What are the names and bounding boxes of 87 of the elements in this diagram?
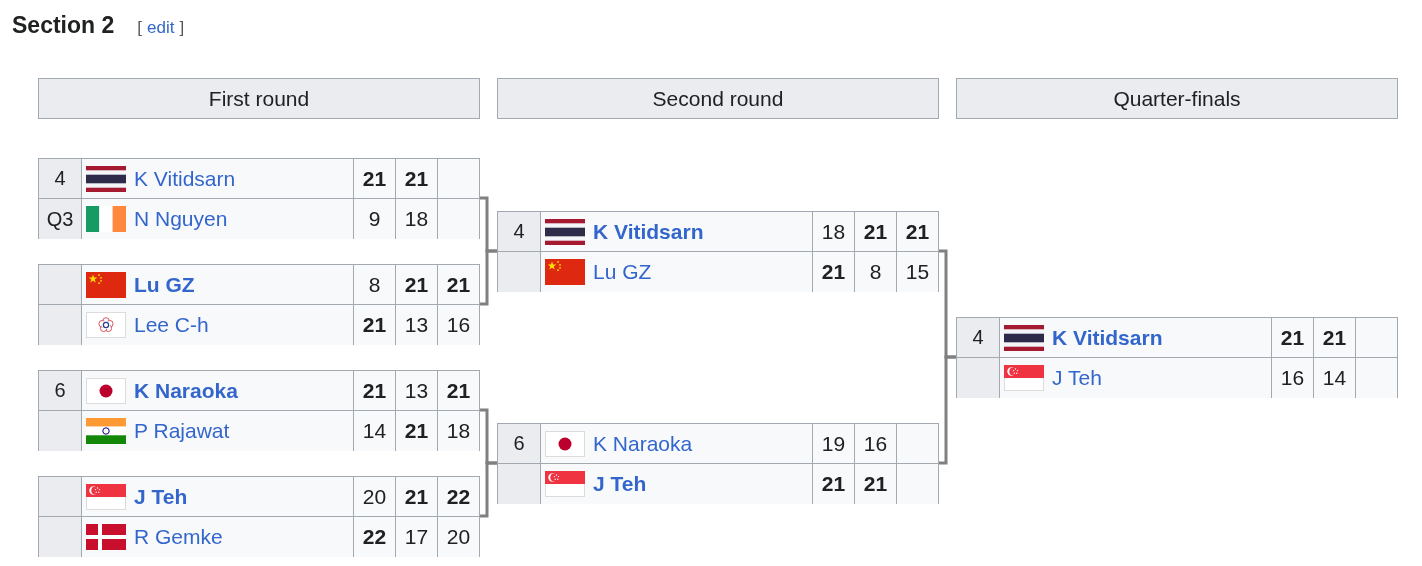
player-row — [541, 464, 938, 504]
player-row — [541, 424, 938, 464]
set-score: 21 — [437, 371, 479, 410]
set-score: 21 — [896, 212, 938, 251]
round-header: Second round — [497, 78, 939, 119]
player-row — [1000, 358, 1397, 398]
player-row — [541, 252, 938, 292]
set-score: 17 — [395, 517, 437, 557]
set-score: 19 — [812, 424, 854, 463]
player-name-link: K Naraoka — [593, 431, 693, 457]
bracket-mark: [ — [137, 18, 142, 38]
bracket-connector — [480, 249, 497, 306]
round-header: Quarter-finals — [956, 78, 1398, 119]
seed-number: Q3 — [39, 199, 82, 239]
player-row — [82, 371, 479, 411]
player-row — [82, 199, 479, 239]
player-row — [541, 212, 938, 252]
seed-number: 4 — [957, 318, 1000, 358]
player-name-link: N Nguyen — [134, 206, 228, 232]
set-score: 21 — [812, 464, 854, 504]
player-name-link: K Vitidsarn — [1052, 325, 1163, 351]
player-row — [82, 411, 479, 451]
match-table — [38, 264, 480, 345]
set-score: 21 — [353, 159, 395, 198]
set-score: 14 — [353, 411, 395, 451]
player-name-link: J Teh — [1052, 365, 1102, 391]
set-score: 21 — [437, 265, 479, 304]
set-score: 9 — [353, 199, 395, 239]
match-table — [38, 370, 480, 451]
edit-link: edit — [147, 18, 175, 38]
player-name-link: Lee C-h — [134, 312, 209, 338]
set-score: 20 — [353, 477, 395, 516]
set-score: 21 — [854, 464, 896, 504]
set-score: 21 — [812, 252, 854, 292]
player-row — [82, 305, 479, 345]
set-score: 13 — [395, 305, 437, 345]
player-name-link: R Gemke — [134, 524, 223, 550]
seed-number: 6 — [39, 371, 82, 411]
set-score: 21 — [395, 477, 437, 516]
player-row — [82, 477, 479, 517]
set-score: 18 — [395, 199, 437, 239]
set-score: 21 — [1313, 318, 1355, 357]
seed-number: 4 — [39, 159, 82, 199]
player-name-link: Lu GZ — [593, 259, 652, 285]
set-score: 21 — [395, 265, 437, 304]
set-score: 20 — [437, 517, 479, 557]
set-score: 13 — [395, 371, 437, 410]
set-score: 21 — [1271, 318, 1313, 357]
seed-number: 6 — [498, 424, 541, 464]
bracket-connector — [480, 461, 497, 518]
set-score: 18 — [437, 411, 479, 451]
player-name-link: K Vitidsarn — [134, 166, 236, 192]
set-score: 21 — [854, 212, 896, 251]
match-table — [38, 158, 480, 239]
player-name-link: Lu GZ — [134, 272, 195, 298]
section-heading: Section 2 — [12, 12, 115, 39]
player-row — [82, 517, 479, 557]
set-score: 21 — [395, 159, 437, 198]
set-score: 18 — [812, 212, 854, 251]
set-score: 16 — [437, 305, 479, 345]
match-table — [956, 317, 1398, 398]
set-score: 8 — [353, 265, 395, 304]
player-name-link: K Vitidsarn — [593, 219, 704, 245]
set-score: 22 — [437, 477, 479, 516]
set-score: 16 — [854, 424, 896, 463]
player-name-link: P Rajawat — [134, 418, 230, 444]
player-row — [1000, 318, 1397, 358]
match-table — [38, 476, 480, 557]
match-table — [497, 423, 939, 504]
set-score: 21 — [353, 371, 395, 410]
player-name-link: J Teh — [593, 471, 647, 497]
bracket-connector — [939, 355, 956, 465]
round-header: First round — [38, 78, 480, 119]
set-score: 21 — [395, 411, 437, 451]
match-table — [497, 211, 939, 292]
set-score: 14 — [1313, 358, 1355, 398]
set-score: 22 — [353, 517, 395, 557]
set-score: 15 — [896, 252, 938, 292]
player-row — [82, 159, 479, 199]
bracket-mark: ] — [179, 18, 185, 38]
set-score: 16 — [1271, 358, 1313, 398]
set-score: 21 — [353, 305, 395, 345]
seed-number: 4 — [498, 212, 541, 252]
player-row — [82, 265, 479, 305]
player-name-link: J Teh — [134, 484, 188, 510]
player-name-link: K Naraoka — [134, 378, 238, 404]
set-score: 8 — [854, 252, 896, 292]
